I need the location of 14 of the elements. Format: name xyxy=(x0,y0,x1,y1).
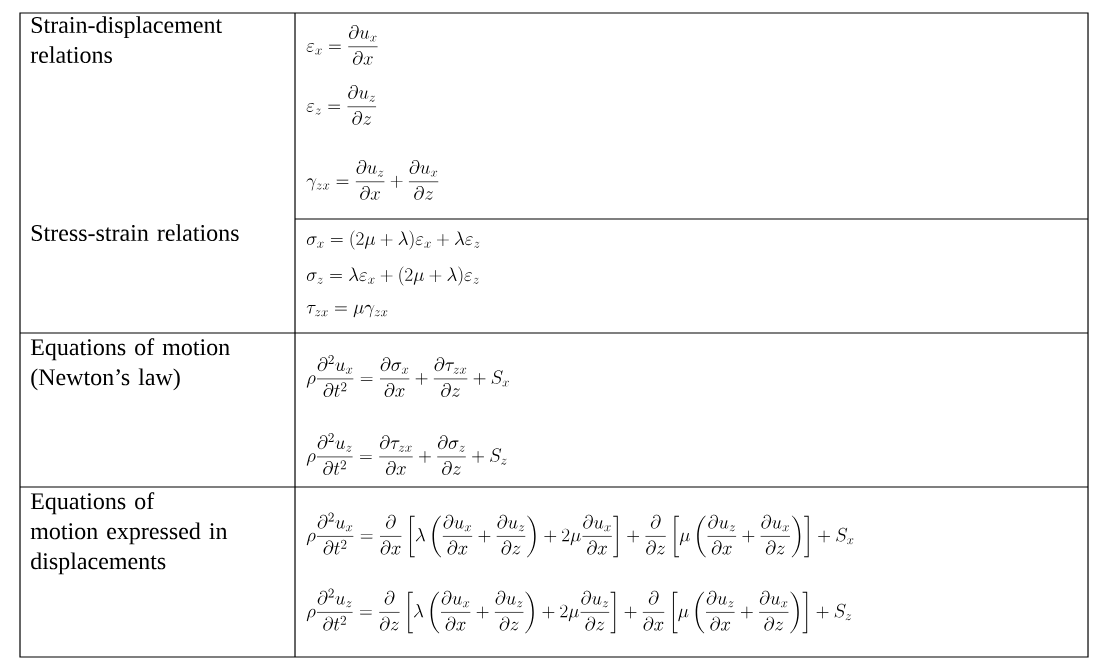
row-heading: Equations of motion (Newton’s law) xyxy=(30,338,230,391)
formula: $\gamma_{zx} = \frac{\partial u_z}{\partial x} + \frac{\partial u_x}{\partial z}$ xyxy=(306,160,439,200)
formula: $\sigma_x = (2\mu + \lambda)\varepsilon_x + \lambda\varepsilon_z$ xyxy=(306,230,480,250)
formula: $\rho\frac{\partial^2 u_x}{\partial t^2} = \frac{\partial}{\partial x}\left[\lambda\left(\frac{\partial u_x}{\partial x} + \frac{\partial u_z}{\partial z}\right) + 2\mu\frac{\partial u_x}{\partial x}\right] + \frac{\partial}{\partial z}\left[\mu\left(\frac{\partial u_z}{\partial x} + \frac{\partial u_x}{\partial z}\right)\right] + S_x$ xyxy=(306,512,854,558)
formula: $\tau_{zx} = \mu\gamma_{zx}$ xyxy=(306,304,388,318)
row-heading: Strain-displacement relations xyxy=(30,16,223,64)
formula: $\rho\frac{\partial^2 u_z}{\partial t^2} = \frac{\partial}{\partial z}\left[\lambda\left(\frac{\partial u_x}{\partial x} + \frac{\partial u_z}{\partial z}\right) + 2\mu\frac{\partial u_z}{\partial z}\right] + \frac{\partial}{\partial x}\left[\mu\left(\frac{\partial u_z}{\partial x} + \frac{\partial u_x}{\partial z}\right)\right] + S_z$ xyxy=(306,588,852,634)
formula: $\varepsilon_x = \frac{\partial u_x}{\partial x}$ xyxy=(306,25,378,65)
formula: $\varepsilon_z = \frac{\partial u_z}{\partial z}$ xyxy=(306,85,377,125)
formula: $\rho\frac{\partial^2 u_x}{\partial t^2} = \frac{\partial\sigma_x}{\partial x} + \frac{\partial\tau_{zx}}{\partial z} + S_x$ xyxy=(306,355,509,398)
row-heading: Stress-strain relations xyxy=(31,224,239,242)
row-heading: Equations of motion expressed in displacements xyxy=(30,492,228,575)
formula: $\sigma_z = \lambda\varepsilon_x + (2\mu + \lambda)\varepsilon_z$ xyxy=(306,266,479,286)
formula: $\rho\frac{\partial^2 u_z}{\partial t^2} = \frac{\partial\tau_{zx}}{\partial x} + \frac{\partial\sigma_z}{\partial z} + S_z$ xyxy=(306,433,507,476)
